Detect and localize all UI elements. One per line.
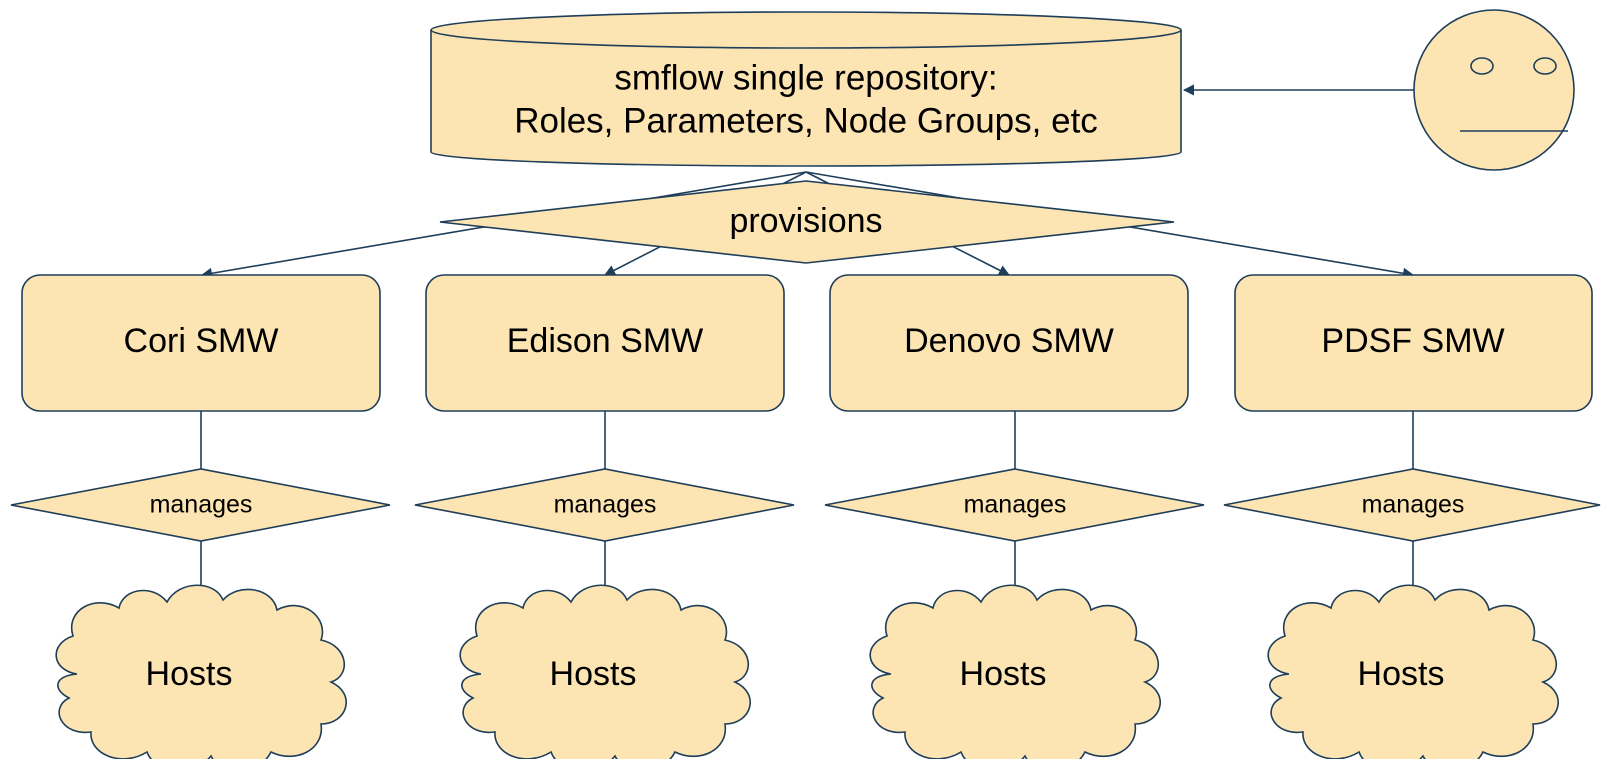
manages-diamond	[10, 468, 391, 542]
manages-diamond	[1223, 468, 1601, 542]
system-name: Denovo SMW	[904, 322, 1114, 360]
provisions-label: provisions	[729, 202, 882, 240]
system-column-denovo: Denovo SMW manages Hosts	[824, 274, 1205, 759]
manages-diamond	[824, 468, 1205, 542]
hosts-label: Hosts	[550, 655, 637, 693]
hosts-label: Hosts	[960, 655, 1047, 693]
manages-diamond	[414, 468, 795, 542]
system-name: Edison SMW	[507, 322, 704, 360]
system-name: PDSF SMW	[1321, 322, 1504, 360]
relation-label: manages	[554, 491, 657, 519]
relation-label: manages	[1362, 491, 1465, 519]
system-column-cori: Cori SMW manages Hosts	[10, 274, 391, 759]
system-box	[829, 274, 1189, 412]
face-icon	[1413, 9, 1575, 171]
relation-label: manages	[964, 491, 1067, 519]
repository-title: smflow single repository:	[614, 58, 997, 97]
provisions-diamond: provisions	[439, 180, 1175, 264]
relation-label: manages	[150, 491, 253, 519]
system-column-edison: Edison SMW manages Hosts	[414, 274, 795, 759]
repository-subtitle: Roles, Parameters, Node Groups, etc	[514, 101, 1098, 140]
hosts-label: Hosts	[146, 655, 233, 693]
repository-cylinder: smflow single repository: Roles, Paramet…	[430, 11, 1182, 167]
hosts-label: Hosts	[1358, 655, 1445, 693]
system-name: Cori SMW	[124, 322, 279, 360]
system-column-pdsf: PDSF SMW manages Hosts	[1223, 274, 1601, 759]
